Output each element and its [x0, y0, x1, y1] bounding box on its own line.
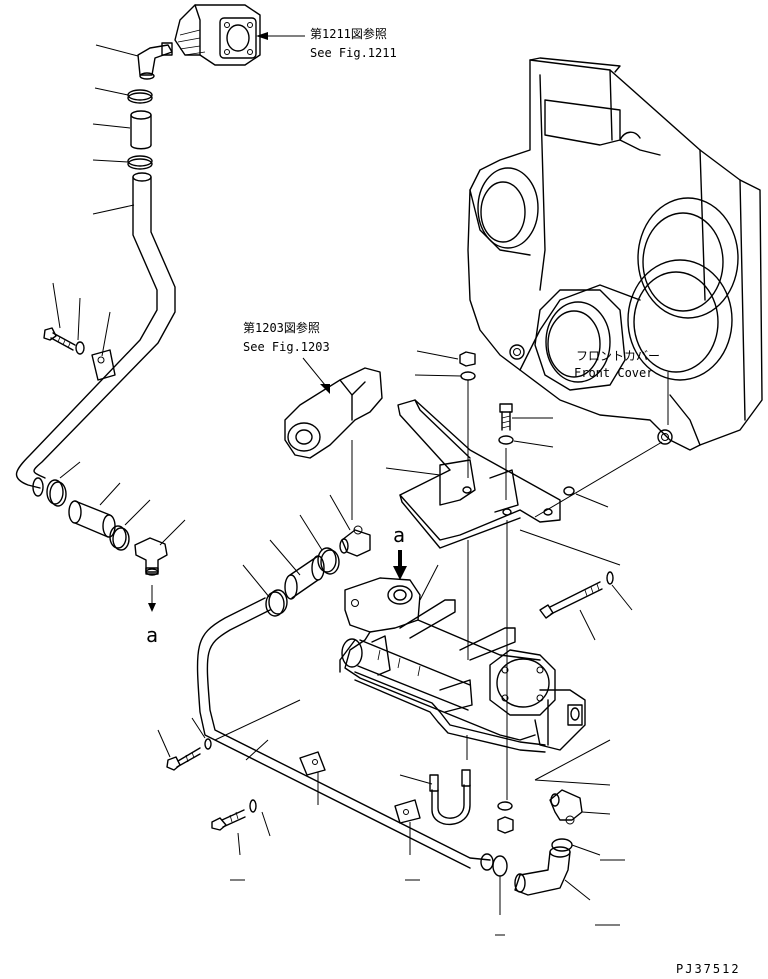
hose-clamp-lower-left-2	[109, 525, 127, 549]
u-clip	[429, 769, 471, 826]
fig1211-ref-jp: 第1211図参照	[310, 26, 387, 41]
nut-upper	[459, 351, 476, 367]
oil-separator-housing	[284, 367, 383, 459]
fig1211-ref-en: See Fig.1211	[310, 46, 397, 60]
front-cover-label-en: Front Cover	[574, 366, 653, 380]
rubber-hose-lower-right	[514, 846, 571, 896]
connection-label-a-top: a	[393, 523, 405, 547]
front-cover-label-jp: フロントカバー	[576, 349, 660, 363]
oil-return-pipe-middle	[196, 597, 494, 871]
fig1203-ref-jp: 第1203図参照	[243, 320, 320, 335]
pipe-clip-lower	[394, 799, 421, 824]
bolt-middle-1	[166, 747, 201, 771]
hose-clamp-middle	[317, 547, 337, 573]
washer-left	[75, 341, 85, 355]
oil-return-pipe-left	[15, 172, 176, 497]
washer-middle-1	[204, 738, 212, 750]
drawing-number: PJ37512	[676, 962, 741, 976]
bolt-left	[43, 327, 76, 351]
pump-assembly	[339, 577, 586, 753]
washer-upper	[460, 371, 476, 381]
elbow-fitting-lower-left	[134, 537, 168, 576]
hose-clamp-lower-left	[46, 479, 64, 505]
pipe-clip-left	[91, 349, 116, 381]
washer-middle-2	[249, 799, 257, 813]
elbow-fitting-lower-right	[549, 789, 583, 825]
rubber-hose-lower-left	[68, 500, 116, 538]
arrow-from-a	[393, 566, 407, 580]
elbow-fitting-top	[137, 42, 173, 80]
turbo-housing	[174, 4, 261, 66]
arrow-to-a	[148, 603, 156, 612]
pipe-clip-middle	[299, 751, 326, 776]
arrow-from-a-shaft	[398, 550, 402, 568]
mounting-bracket	[397, 399, 561, 549]
front-cover-housing	[467, 57, 763, 451]
washer-bracket	[498, 435, 514, 445]
long-bolt	[539, 571, 614, 619]
bolt-middle-2	[211, 809, 246, 831]
rubber-hose-top	[130, 110, 152, 150]
hose-clamp-second	[127, 155, 153, 167]
washer-lower	[497, 801, 513, 811]
hose-clamp-middle-2	[268, 589, 288, 615]
elbow-fitting-middle	[339, 525, 371, 557]
hose-clamp-lower-center	[492, 855, 508, 877]
nut-lower	[497, 816, 514, 834]
connection-label-a-bottom: a	[146, 623, 158, 647]
bolt-bracket-top	[499, 403, 513, 431]
hose-clamp-top	[127, 89, 153, 101]
fig1203-ref-en: See Fig.1203	[243, 340, 330, 354]
washer-front-cover	[563, 486, 575, 496]
arrow-fig1211	[256, 32, 268, 40]
rubber-hose-middle	[284, 555, 325, 600]
